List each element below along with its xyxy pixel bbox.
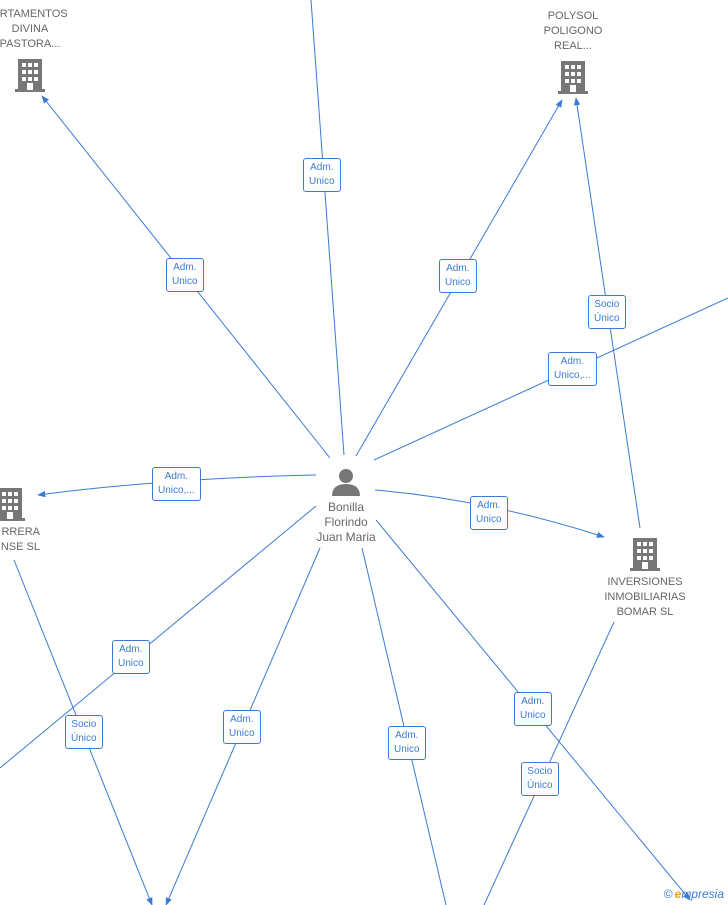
company-label-inversiones: INVERSIONES INMOBILIARIAS BOMAR SL [604, 576, 686, 618]
company-node-inversiones[interactable]: INVERSIONES INMOBILIARIAS BOMAR SL [593, 536, 697, 620]
person-name: Bonilla Florindo Juan Maria [316, 500, 376, 544]
edge-label-top[interactable]: Adm.Unico [303, 158, 341, 192]
edge-top [310, 0, 345, 456]
edge-bottom-left [0, 505, 317, 769]
company-node-rrera[interactable]: RRERA NSE SL [0, 486, 50, 555]
edge-label-rrera[interactable]: Adm.Unico,... [152, 467, 201, 501]
building-icon [558, 61, 588, 94]
brand-initial: e [674, 887, 682, 901]
person-node-bonilla[interactable]: Bonilla Florindo Juan Maria [300, 467, 392, 545]
edge-label-bottom-left[interactable]: Adm.Unico [112, 640, 150, 674]
building-icon [15, 59, 45, 92]
edge-label-bottom-mid-left[interactable]: Adm.Unico [223, 710, 261, 744]
edge-label-bottom-right[interactable]: Adm.Unico [514, 692, 552, 726]
company-node-polysol[interactable]: POLYSOL POLIGONO REAL... [528, 9, 618, 98]
building-icon [630, 538, 660, 571]
person-icon [332, 469, 360, 496]
edge-label-bottom-mid[interactable]: Adm.Unico [388, 726, 426, 760]
empresia-watermark: ©empresia [664, 887, 724, 901]
building-icon [0, 488, 25, 521]
edge-label-apartamentos[interactable]: Adm.Unico [166, 258, 204, 292]
company-label-rrera: RRERA NSE SL [0, 526, 40, 553]
edge-label-inversiones[interactable]: Adm.Unico [470, 496, 508, 530]
copyright-icon: © [663, 887, 673, 901]
edge-label-polysol[interactable]: Adm.Unico [439, 259, 477, 293]
brand-name: mpresia [681, 887, 724, 901]
company-label-polysol: POLYSOL POLIGONO REAL... [543, 10, 603, 52]
edge-label-right[interactable]: Adm.Unico,... [548, 352, 597, 386]
company-label-apartamentos: ARTAMENTOS DIVINA PASTORA... [0, 8, 68, 50]
company-node-apartamentos[interactable]: ARTAMENTOS DIVINA PASTORA... [0, 7, 80, 96]
